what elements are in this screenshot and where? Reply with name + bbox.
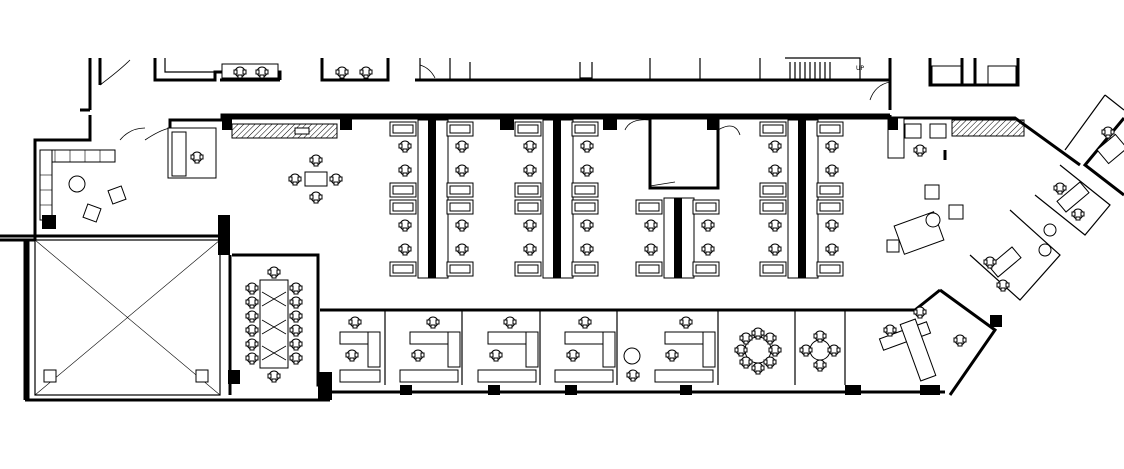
conference-room <box>228 253 332 400</box>
reception <box>39 118 352 229</box>
central-room <box>500 118 741 190</box>
bottom-offices <box>320 288 967 395</box>
open-room <box>0 215 330 402</box>
diagonal-offices <box>939 117 1124 396</box>
top-rooms: UP <box>88 57 1020 110</box>
workstation-cluster-1 <box>389 119 474 279</box>
workstation-cluster-4 <box>759 119 844 279</box>
stair-up-label: UP <box>856 65 864 72</box>
workstation-cluster-3 <box>635 197 720 279</box>
workstation-cluster-2 <box>514 119 599 279</box>
right-upper-area <box>886 117 1025 255</box>
